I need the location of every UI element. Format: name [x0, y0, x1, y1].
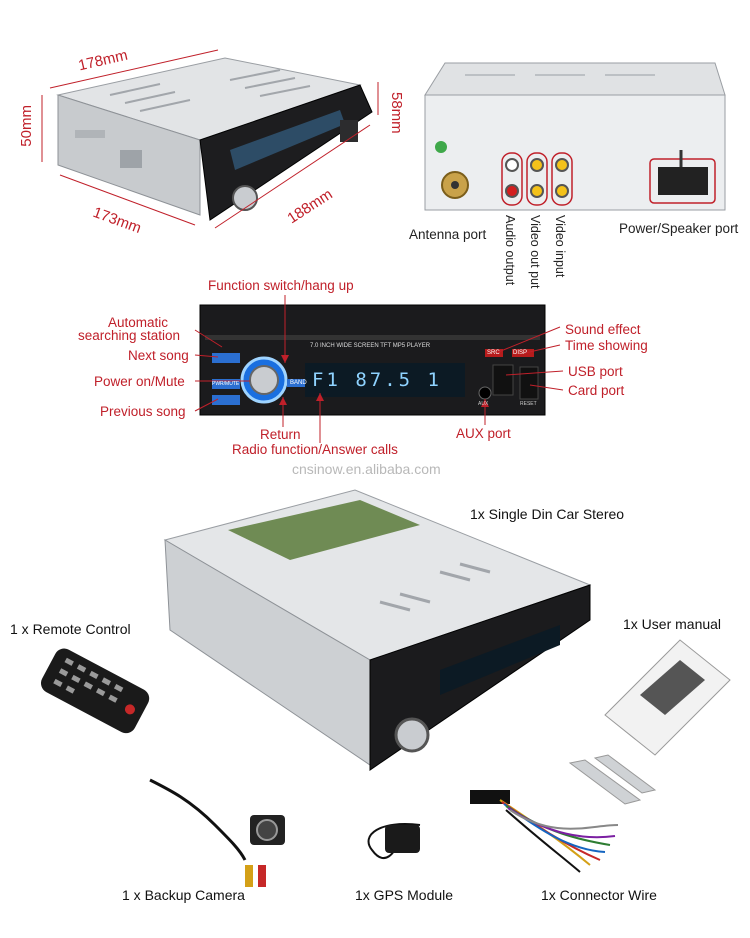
callout-power-mute: Power on/Mute [94, 374, 185, 389]
package-camera: 1 x Backup Camera [122, 887, 245, 903]
button-src-label: SRC [487, 350, 500, 356]
button-aux-label: AUX [478, 401, 489, 407]
callout-auto-search-line2: searching station [78, 328, 181, 343]
package-manual: 1x User manual [623, 616, 722, 632]
rear-panel-drawing [424, 62, 726, 211]
callout-aux-port: AUX port [456, 426, 511, 441]
callout-previous-song: Previous song [100, 404, 186, 419]
dimension-diagram: 178mm 50mm 173mm 188mm 58mm [0, 0, 410, 260]
callout-sound-effect: Sound effect [565, 322, 641, 337]
callout-function-switch: Function switch/hang up [208, 278, 354, 293]
label-video-out: Video out put [528, 215, 542, 289]
dim-height-left: 50mm [18, 105, 35, 147]
callout-next-song: Next song [128, 348, 189, 363]
button-band-label: BAND [290, 380, 307, 386]
label-video-input: Video input [553, 215, 567, 278]
stereo-unit-drawing [40, 489, 731, 887]
front-panel-drawing [194, 295, 564, 443]
callout-time-showing: Time showing [565, 338, 648, 353]
package-remote: 1 x Remote Control [10, 621, 131, 637]
callout-return: Return [260, 427, 301, 442]
label-audio-output: Audio output [503, 215, 517, 286]
callout-radio-function: Radio function/Answer calls [232, 442, 398, 457]
button-reset-label: RESET [520, 401, 537, 407]
label-power-speaker-port: Power/Speaker port [619, 221, 739, 236]
lcd-readout: F1 87.5 1 [312, 369, 442, 391]
callout-auto-search-line1: Automatic [108, 315, 169, 330]
front-panel-section: 7.0 INCH WIDE SCREEN TFT MP5 PLAYER F1 8… [0, 275, 750, 465]
button-mute-label: PWR/MUTE [212, 381, 240, 387]
label-antenna-port: Antenna port [409, 227, 487, 242]
dim-height-right: 58mm [388, 92, 405, 134]
package-gps: 1x GPS Module [355, 887, 454, 903]
watermark: cnsinow.en.alibaba.com [292, 461, 441, 477]
callout-usb-port: USB port [568, 364, 623, 379]
unit-isometric-drawing [41, 49, 379, 229]
package-contents: 1x Single Din Car Stereo 1 x Remote Cont… [0, 480, 750, 938]
rear-view: Antenna port Audio output Video out put … [405, 55, 750, 289]
front-panel-model-text: 7.0 INCH WIDE SCREEN TFT MP5 PLAYER [310, 343, 431, 349]
callout-card-port: Card port [568, 383, 625, 398]
button-disp-label: DISP [513, 350, 528, 356]
package-stereo: 1x Single Din Car Stereo [470, 506, 625, 522]
package-wire: 1x Connector Wire [541, 887, 657, 903]
